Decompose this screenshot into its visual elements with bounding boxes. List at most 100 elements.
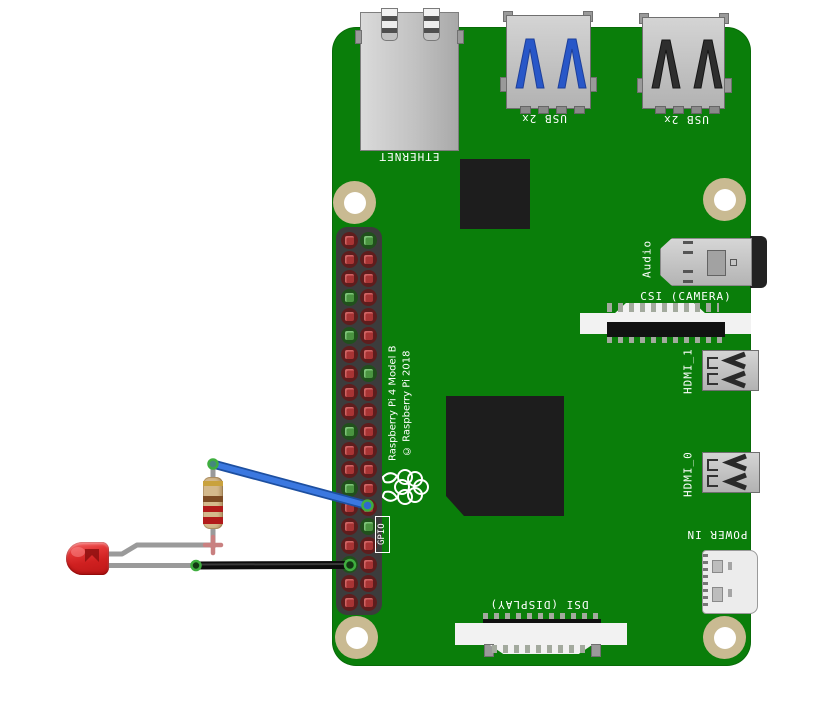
hdmi-pin-icon [707,357,718,369]
usbc-detail [712,560,723,573]
gpio-pin[interactable] [340,594,358,612]
gpio-pin[interactable] [340,403,358,421]
usbc-power-port [702,550,758,614]
gpio-pin[interactable] [359,250,377,268]
ethernet-port [360,12,459,151]
usb-solder-pin [655,106,666,114]
audio-pin [683,241,693,244]
gpio-pin[interactable] [340,518,358,535]
gpio-pin[interactable] [359,403,377,421]
csi-pins [607,337,725,343]
gpio-pin[interactable] [340,250,358,268]
wire-endpoint[interactable] [361,499,374,512]
chip-soc [446,396,564,516]
usbc-detail [728,589,732,597]
resistor-band-gold [203,481,223,486]
csi-cable-slot [607,322,725,337]
hdmi-slots-icon [720,351,746,389]
gpio-pin[interactable] [340,441,358,459]
gpio-pin[interactable] [359,346,377,364]
audio-pin [683,270,693,273]
raspberry-pi-logo-icon [381,469,429,505]
usbc-teeth [703,554,708,610]
gpio-pin[interactable] [359,327,377,344]
gpio-pin[interactable] [359,518,377,535]
ethernet-clip-icon [381,8,398,41]
gpio-pin[interactable] [340,269,358,287]
gpio-pin[interactable] [340,346,358,364]
led-anode-leg[interactable] [97,542,214,557]
gpio-pin[interactable] [340,479,358,497]
gpio-box: GPIO [375,516,390,553]
mounting-hole [335,616,378,659]
wire-endpoint[interactable] [343,558,357,572]
usb-solder-pin [556,106,567,114]
gpio-header [336,227,382,615]
ethernet-clip-icon [423,8,440,41]
usb2-port [642,17,725,109]
resistor-band-red [203,517,223,524]
dsi-tab [591,644,601,657]
wire-endpoint[interactable] [207,458,219,470]
csi-label: CSI (CAMERA) [640,290,732,303]
mounting-hole [703,616,746,659]
gpio-pin[interactable] [359,479,377,497]
gpio-pin[interactable] [359,384,377,402]
blue-wire[interactable] [208,459,372,510]
ethernet-side-pin [355,30,362,44]
gpio-pin[interactable] [340,384,358,402]
usbc-detail [728,562,732,570]
gpio-pin[interactable] [359,365,377,383]
gpio-pin[interactable] [359,460,377,478]
gpio-pin[interactable] [359,537,377,555]
usb-solder-pin [520,106,531,114]
gpio-pin[interactable] [340,422,358,440]
led[interactable] [66,542,109,575]
usb-solder-pin [691,106,702,114]
wire-endpoint[interactable] [190,559,202,572]
dsi-pins [492,645,591,653]
dsi-connector [455,623,627,645]
usb-solder-pin [673,106,684,114]
gpio-pin[interactable] [359,269,377,287]
audio-detail [707,250,726,276]
hdmi0-port [702,452,760,493]
black-wire[interactable] [192,561,354,570]
gpio-pin[interactable] [359,288,377,306]
mounting-hole [703,178,746,221]
ethernet-side-pin [457,30,464,44]
resistor-band-brown [203,496,223,502]
gpio-pin[interactable] [359,231,377,249]
gpio-pin[interactable] [340,537,358,555]
gpio-pin[interactable] [340,460,358,478]
audio-pin [683,280,693,283]
mounting-hole [333,181,376,224]
gpio-pin[interactable] [340,231,358,249]
gpio-pin[interactable] [340,327,358,344]
usbc-detail [712,587,723,602]
gpio-pin[interactable] [359,556,377,574]
gpio-pin[interactable] [359,594,377,612]
usb-solder-pin [574,106,585,114]
leg-junction[interactable] [202,534,224,556]
gpio-pin[interactable] [340,288,358,306]
gpio-pin[interactable] [359,307,377,325]
usb2-tongues-icon [651,39,723,89]
resistor-body[interactable] [203,477,223,529]
hdmi-pin-icon [707,475,718,487]
gpio-pin[interactable] [340,365,358,383]
gpio-pin[interactable] [359,422,377,440]
audio-pin [683,251,693,254]
usb3-tongues-icon [515,38,587,89]
chip-small [460,159,530,229]
gpio-pin[interactable] [340,575,358,593]
gpio-pin[interactable] [359,575,377,593]
hdmi-pin-icon [707,459,718,471]
gpio-pin[interactable] [340,307,358,325]
gpio-pin[interactable] [359,441,377,459]
usb-solder-pin [538,106,549,114]
usb3-port [506,15,591,109]
